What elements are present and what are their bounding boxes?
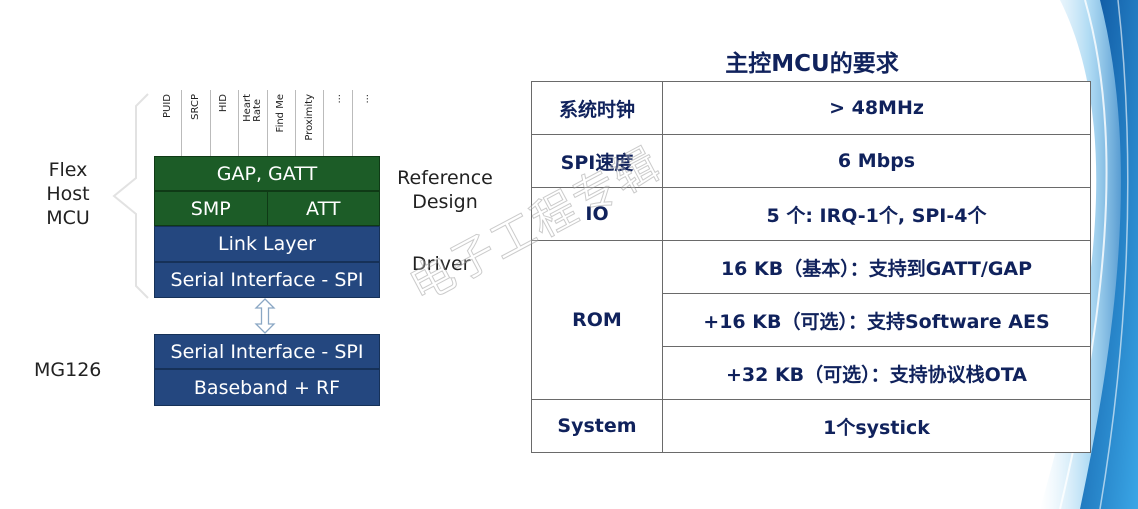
row-key: ROM — [531, 240, 663, 400]
serial-interface-top-block: Serial Interface - SPI — [154, 262, 380, 298]
link-layer-block: Link Layer — [154, 226, 380, 262]
serial-interface-top-label: Serial Interface - SPI — [170, 269, 364, 291]
mcu-requirements-table: 系统时钟 > 48MHz SPI速度 6 Mbps IO 5 个: IRQ-1个… — [531, 81, 1091, 453]
profile-more-1: ... — [324, 90, 353, 156]
row-value: 5 个: IRQ-1个, SPI-4个 — [662, 187, 1091, 241]
row-value: +16 KB（可选）：支持Software AES — [662, 293, 1091, 347]
baseband-rf-label: Baseband + RF — [193, 376, 341, 399]
row-value: 1个systick — [662, 399, 1091, 453]
profile-more-2: ... — [360, 94, 372, 104]
mg126-label: MG126 — [34, 359, 102, 381]
gap-gatt-label: GAP, GATT — [216, 162, 318, 185]
table-row-spi: SPI速度 6 Mbps — [531, 134, 1091, 188]
flex-host-mcu-label: Flex Host MCU — [46, 159, 90, 229]
profile-proximity: Proximity — [296, 90, 325, 156]
table-row-io: IO 5 个: IRQ-1个, SPI-4个 — [531, 187, 1091, 241]
row-value: > 48MHz — [662, 81, 1091, 135]
table-row-clock: 系统时钟 > 48MHz — [531, 81, 1091, 135]
profile-hid: HID — [211, 90, 240, 156]
reference-design-label: Reference Design — [397, 167, 493, 213]
driver-label: Driver — [412, 253, 471, 275]
profiles-row: PUID SRCP HID Heart Rate Find Me Proximi… — [154, 90, 380, 156]
table-row-rom-3: +32 KB（可选）：支持协议栈OTA — [532, 346, 1091, 400]
row-key: SPI速度 — [531, 134, 663, 188]
row-value: 16 KB（基本）：支持到GATT/GAP — [662, 240, 1091, 294]
profile-find-me: Find Me — [268, 90, 296, 156]
table-row-rom-2: +16 KB（可选）：支持Software AES — [532, 293, 1091, 347]
link-layer-label: Link Layer — [218, 233, 316, 255]
att-block: ATT — [266, 192, 380, 225]
table-row-system: System 1个systick — [531, 399, 1091, 453]
smp-att-block: SMP ATT — [154, 191, 380, 226]
double-arrow-icon — [254, 298, 276, 334]
profile-puid: PUID — [154, 90, 183, 156]
row-value: 6 Mbps — [662, 134, 1091, 188]
row-key: System — [531, 399, 663, 453]
profile-srcp: SRCP — [182, 90, 211, 156]
serial-interface-bottom-block: Serial Interface - SPI — [154, 334, 380, 369]
table-title: 主控MCU的要求 — [725, 51, 899, 77]
baseband-rf-block: Baseband + RF — [154, 369, 380, 406]
smp-block: SMP — [190, 197, 231, 220]
table-row-rom-1: ROM 16 KB（基本）：支持到GATT/GAP — [531, 240, 1091, 400]
serial-interface-bottom-label: Serial Interface - SPI — [170, 340, 364, 363]
row-key: 系统时钟 — [531, 81, 663, 135]
bracket-icon — [112, 93, 149, 299]
gap-gatt-block: GAP, GATT — [154, 156, 380, 191]
profile-heart-rate: Heart Rate — [239, 90, 268, 156]
row-value: +32 KB（可选）：支持协议栈OTA — [662, 346, 1091, 400]
